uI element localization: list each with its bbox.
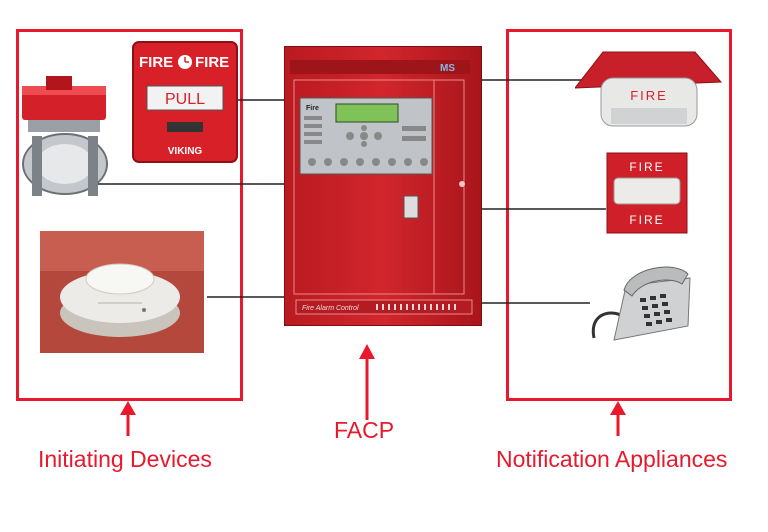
ceiling-strobe: FIRE [575,51,723,127]
panel-menu-label: Fire [306,105,319,112]
pull-station-fire-left: FIRE [139,54,173,71]
notification-appliances-box [506,29,732,401]
fire-telephone-icon [591,266,691,341]
horn-strobe: FIRE FIRE [606,152,688,234]
water-flow-switch-icon [22,76,108,196]
pull-station-brand: VIKING [168,146,203,157]
smoke-detector-photo [40,231,204,353]
label-initiating-devices: Initiating Devices [38,446,212,472]
arrow-initiating [120,401,136,436]
panel-model: MS [440,63,455,74]
key-switch-icon [403,195,419,219]
initiating-devices-box [16,29,243,401]
ceiling-strobe-label: FIRE [630,88,668,103]
arrow-facp [359,344,375,420]
arrow-notification [610,401,626,436]
label-notification-appliances: Notification Appliances [496,446,728,472]
pull-handle-label: PULL [165,91,205,108]
horn-strobe-bottom-label: FIRE [629,213,664,227]
horn-strobe-top-label: FIRE [629,160,664,174]
lcd-display [335,103,399,123]
fire-alarm-control-panel: MS Fire Fire Alarm Control [284,46,482,326]
pull-station-fire-right: FIRE [195,54,229,71]
manual-pull-station: FIRE FIRE PULL VIKING [132,41,238,163]
label-facp: FACP [334,417,395,443]
panel-caption: Fire Alarm Control [302,305,359,312]
